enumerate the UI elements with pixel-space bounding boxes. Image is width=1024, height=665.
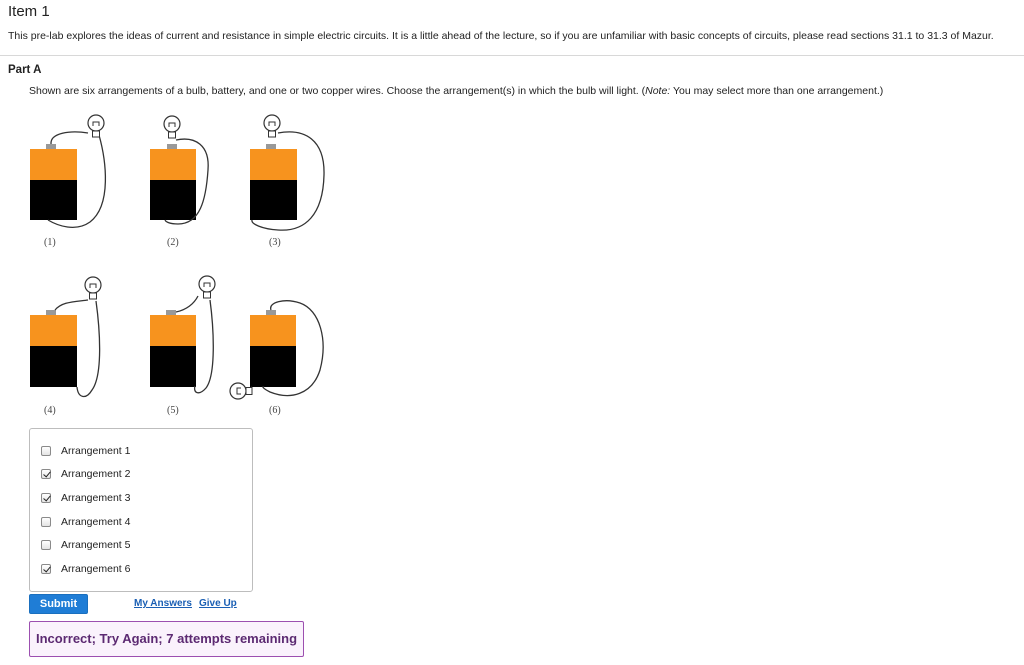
intro-text: This pre-lab explores the ideas of curre… xyxy=(8,30,994,42)
battery-terminal xyxy=(266,310,276,315)
answer-choices: Arrangement 1 Arrangement 2 Arrangement … xyxy=(29,428,253,592)
choice-arrangement-1[interactable]: Arrangement 1 xyxy=(41,444,130,458)
battery-terminal xyxy=(46,144,56,149)
wire xyxy=(175,295,199,313)
battery-top xyxy=(30,149,77,180)
circuit-figure: (1) (2) (3) xyxy=(30,114,325,416)
arrangement-5-diagram: (5) xyxy=(150,275,216,416)
wire xyxy=(76,300,101,398)
choice-label: Arrangement 6 xyxy=(61,563,131,575)
arrangement-3-diagram: (3) xyxy=(250,114,325,248)
choice-arrangement-3[interactable]: Arrangement 3 xyxy=(41,491,130,505)
checkbox[interactable] xyxy=(41,446,51,456)
checkbox[interactable] xyxy=(41,564,51,574)
choice-label: Arrangement 5 xyxy=(61,539,131,551)
battery-terminal xyxy=(46,310,56,315)
battery-top xyxy=(150,149,196,180)
choice-arrangement-2[interactable]: Arrangement 2 xyxy=(41,467,130,481)
choice-label: Arrangement 4 xyxy=(61,516,131,528)
feedback-message: Incorrect; Try Again; 7 attempts remaini… xyxy=(29,621,304,657)
note-label: Note: xyxy=(645,85,671,97)
bulb xyxy=(163,115,181,139)
part-title: Part A xyxy=(8,64,42,76)
arrangement-label: (4) xyxy=(44,405,56,416)
battery-top xyxy=(250,149,297,180)
battery-top xyxy=(30,315,77,346)
note-text: You may select more than one arrangement… xyxy=(670,85,884,97)
arrangement-2-diagram: (2) xyxy=(150,115,209,248)
choice-arrangement-6[interactable]: Arrangement 6 xyxy=(41,562,130,576)
wire xyxy=(54,299,89,311)
wire xyxy=(47,134,107,228)
give-up-link[interactable]: Give Up xyxy=(199,598,237,609)
battery-terminal xyxy=(167,144,177,149)
question-text: Shown are six arrangements of a bulb, ba… xyxy=(29,85,883,97)
my-answers-link[interactable]: My Answers xyxy=(134,598,192,609)
choice-arrangement-4[interactable]: Arrangement 4 xyxy=(41,515,130,529)
bulb xyxy=(84,276,102,300)
question-main: Shown are six arrangements of a bulb, ba… xyxy=(29,85,646,97)
wire xyxy=(262,300,324,397)
battery-top xyxy=(150,315,196,346)
bulb xyxy=(229,382,253,400)
submit-button[interactable]: Submit xyxy=(29,594,88,614)
battery-bottom xyxy=(150,346,196,387)
choice-arrangement-5[interactable]: Arrangement 5 xyxy=(41,538,130,552)
arrangement-label: (3) xyxy=(269,237,281,248)
choice-label: Arrangement 2 xyxy=(61,468,131,480)
checkbox[interactable] xyxy=(41,493,51,503)
bulb xyxy=(87,114,105,138)
wire xyxy=(251,131,325,231)
bulb xyxy=(198,275,216,299)
header-divider xyxy=(0,55,1024,56)
wire xyxy=(164,138,209,225)
arrangement-label: (6) xyxy=(269,405,281,416)
arrangement-label: (1) xyxy=(44,237,56,248)
arrangement-6-diagram: (6) xyxy=(229,300,324,416)
wire xyxy=(50,131,89,145)
arrangement-label: (5) xyxy=(167,405,179,416)
battery-bottom xyxy=(30,346,77,387)
arrangement-label: (2) xyxy=(167,237,179,248)
checkbox[interactable] xyxy=(41,540,51,550)
checkbox[interactable] xyxy=(41,469,51,479)
battery-bottom xyxy=(250,346,296,387)
battery-terminal xyxy=(266,144,276,149)
choice-label: Arrangement 1 xyxy=(61,445,131,457)
wire xyxy=(193,299,214,394)
battery-top xyxy=(250,315,296,346)
battery-bottom xyxy=(250,180,297,220)
battery-terminal xyxy=(166,310,176,315)
item-title: Item 1 xyxy=(8,3,50,20)
battery-bottom xyxy=(30,180,77,220)
bulb xyxy=(263,114,281,138)
arrangement-4-diagram: (4) xyxy=(30,276,102,416)
arrangement-1-diagram: (1) xyxy=(30,114,107,248)
battery-bottom xyxy=(150,180,196,220)
choice-label: Arrangement 3 xyxy=(61,492,131,504)
checkbox[interactable] xyxy=(41,517,51,527)
